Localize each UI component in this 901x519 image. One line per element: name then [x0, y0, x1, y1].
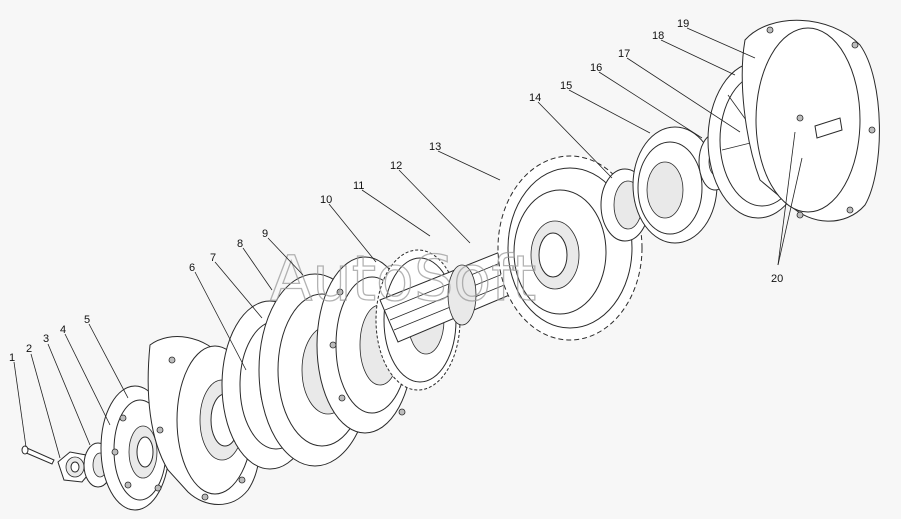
- callout-10: 10: [320, 194, 332, 206]
- part-13-helical-gear: [497, 155, 643, 341]
- callout-14: 14: [529, 92, 541, 104]
- part-15-bearing: [632, 126, 718, 244]
- callout-3: 3: [43, 333, 49, 345]
- part-19-right-housing: [741, 19, 880, 222]
- callout-labels: 1 2 3 4 5 6 7 8 9 10 11 12 13 14 15 16 1…: [9, 18, 783, 364]
- callout-8: 8: [237, 238, 243, 250]
- callout-19: 19: [677, 18, 689, 30]
- callout-4: 4: [60, 324, 66, 336]
- part-20-bolts: [796, 114, 843, 139]
- part-1-cotter-pin: [21, 445, 55, 465]
- callout-16: 16: [590, 62, 602, 74]
- callout-18: 18: [652, 30, 664, 42]
- callout-9: 9: [262, 228, 268, 240]
- leader-lines: [13, 27, 803, 459]
- callout-13: 13: [429, 141, 441, 153]
- callout-17: 17: [618, 48, 630, 60]
- callout-15: 15: [560, 80, 572, 92]
- callout-1: 1: [9, 352, 15, 364]
- callout-20: 20: [771, 273, 783, 285]
- callout-7: 7: [210, 252, 216, 264]
- callout-2: 2: [26, 343, 32, 355]
- callout-6: 6: [189, 262, 195, 274]
- callout-5: 5: [84, 314, 90, 326]
- callout-12: 12: [390, 160, 402, 172]
- callout-11: 11: [353, 180, 364, 192]
- watermark-text: AutoSoft: [270, 242, 536, 315]
